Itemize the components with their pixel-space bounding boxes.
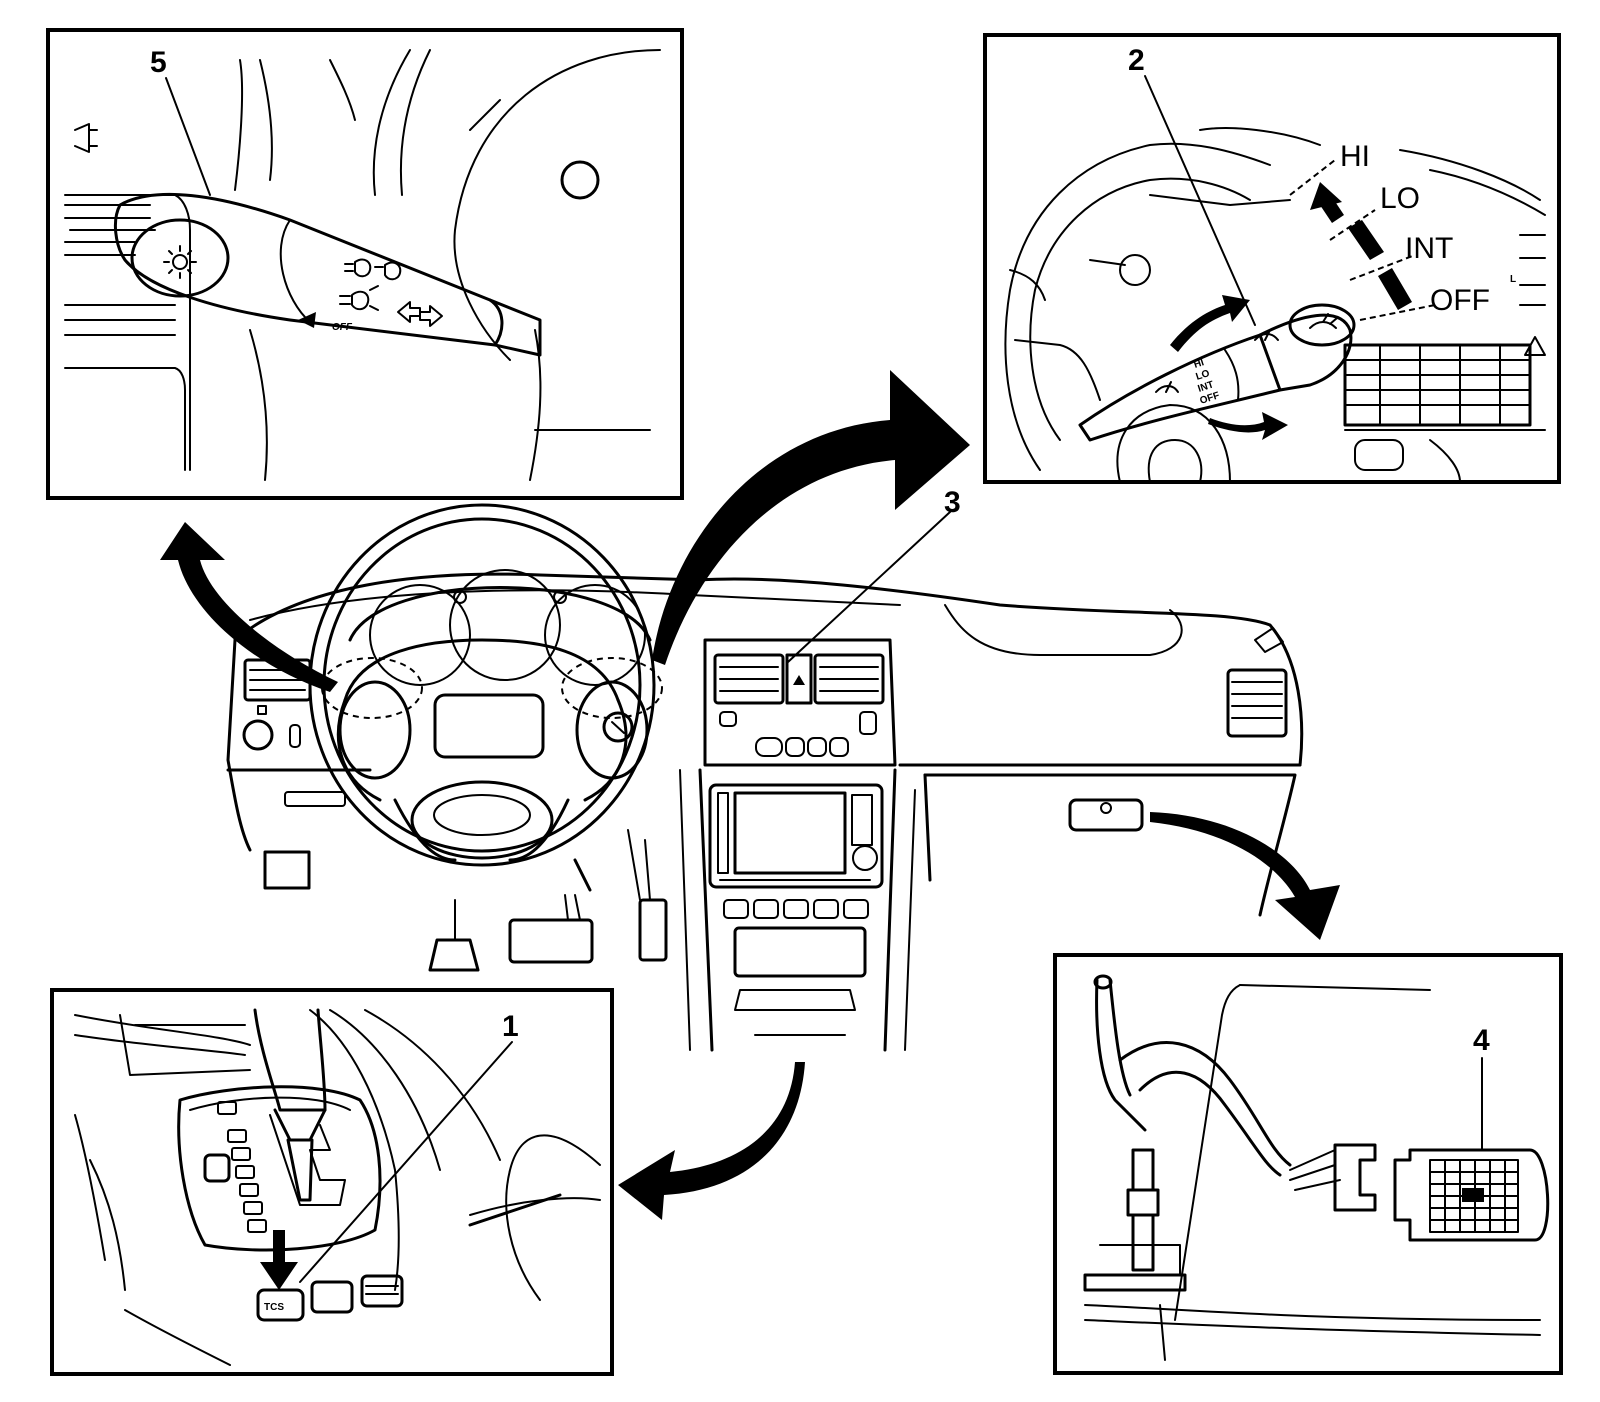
callout-1-leader	[299, 1041, 513, 1283]
instrument-cluster	[348, 569, 652, 686]
callout-3: 3	[944, 486, 961, 519]
tcs-button: TCS	[256, 1288, 305, 1322]
wiper-label-lo: LO	[1380, 182, 1420, 215]
washer-icon	[1309, 313, 1338, 329]
callout-5-leader	[165, 77, 211, 196]
wiper-position-arrow	[1310, 182, 1412, 310]
callout-1: 1	[502, 1010, 519, 1043]
wiper-label-off: OFF	[1430, 284, 1490, 317]
callout-4: 4	[1473, 1024, 1490, 1057]
steering-wheel	[308, 503, 663, 867]
wiper-label-hi: HI	[1340, 140, 1370, 173]
wiper-label-int: INT	[1405, 232, 1453, 265]
wiper-mark-int: INT	[1197, 379, 1216, 394]
press-arrow-icon	[260, 1230, 298, 1290]
lights-off-mark: OFF	[332, 322, 353, 333]
pedals	[428, 894, 668, 972]
center-stack	[679, 638, 916, 1052]
wiper-icon	[1155, 329, 1279, 393]
callout-2: 2	[1128, 44, 1145, 77]
fog-lamp-icon	[339, 285, 379, 311]
panel-wiper-switch: L HI LO INT	[983, 33, 1561, 484]
svg-text:TCS: TCS	[264, 1302, 284, 1313]
pointer-arrows	[160, 370, 1340, 1220]
dashboard-overview	[226, 503, 1304, 1052]
turn-signal-icon	[397, 301, 443, 327]
panel-connector: 4	[1053, 953, 1563, 1375]
panel-tcs-button: TCS 1	[50, 988, 614, 1376]
callout-3-leader	[787, 511, 951, 663]
callout-5: 5	[150, 46, 167, 79]
headlamp-icon	[344, 258, 402, 281]
light-icon	[163, 245, 197, 279]
off-position-pointer	[298, 312, 316, 328]
right-air-vent	[1226, 668, 1288, 738]
callout-2-leader	[1144, 75, 1256, 326]
wiper-mark-hi: HI	[1193, 357, 1206, 371]
connector-terminals	[1429, 1159, 1519, 1233]
panel-headlamp-switch: OFF 5	[46, 28, 684, 500]
wiper-mark-lo: LO	[1195, 368, 1212, 383]
svg-text:L: L	[1510, 274, 1516, 285]
